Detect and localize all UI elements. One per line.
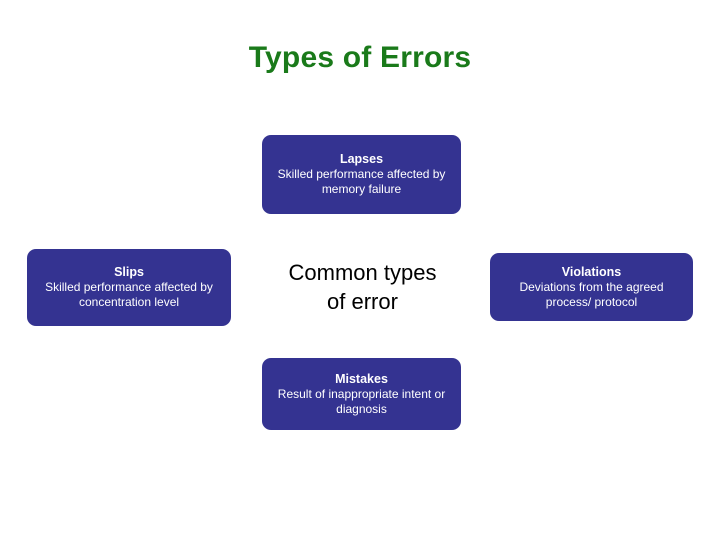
node-description-mistakes: Result of inappropriate intent or diagno… (277, 386, 446, 416)
page-title: Types of Errors (248, 41, 472, 74)
diagram-node-slips[interactable]: Slips Skilled performance affected by co… (27, 249, 231, 326)
node-title-slips: Slips (114, 265, 144, 279)
diagram-node-lapses[interactable]: Lapses Skilled performance affected by m… (262, 135, 461, 214)
node-description-slips: Skilled performance affected by concentr… (45, 280, 213, 309)
diagram-node-mistakes[interactable]: Mistakes Result of inappropriate intent … (262, 358, 461, 430)
diagram-center-label: Common types of error (255, 250, 470, 324)
node-title-mistakes: Mistakes (335, 371, 388, 386)
center-label-line-1: Common types (288, 260, 437, 285)
node-title-lapses: Lapses (339, 152, 384, 166)
center-label-line-2: of error (327, 289, 398, 314)
center-label-text: Common types of error (289, 258, 437, 316)
node-description-lapses: Skilled performance affected by memory f… (277, 167, 446, 196)
node-description-violations: Deviations from the agreed process/ prot… (519, 279, 664, 309)
node-title-violations: Violations (561, 264, 622, 279)
diagram-node-violations[interactable]: Violations Deviations from the agreed pr… (490, 253, 693, 321)
